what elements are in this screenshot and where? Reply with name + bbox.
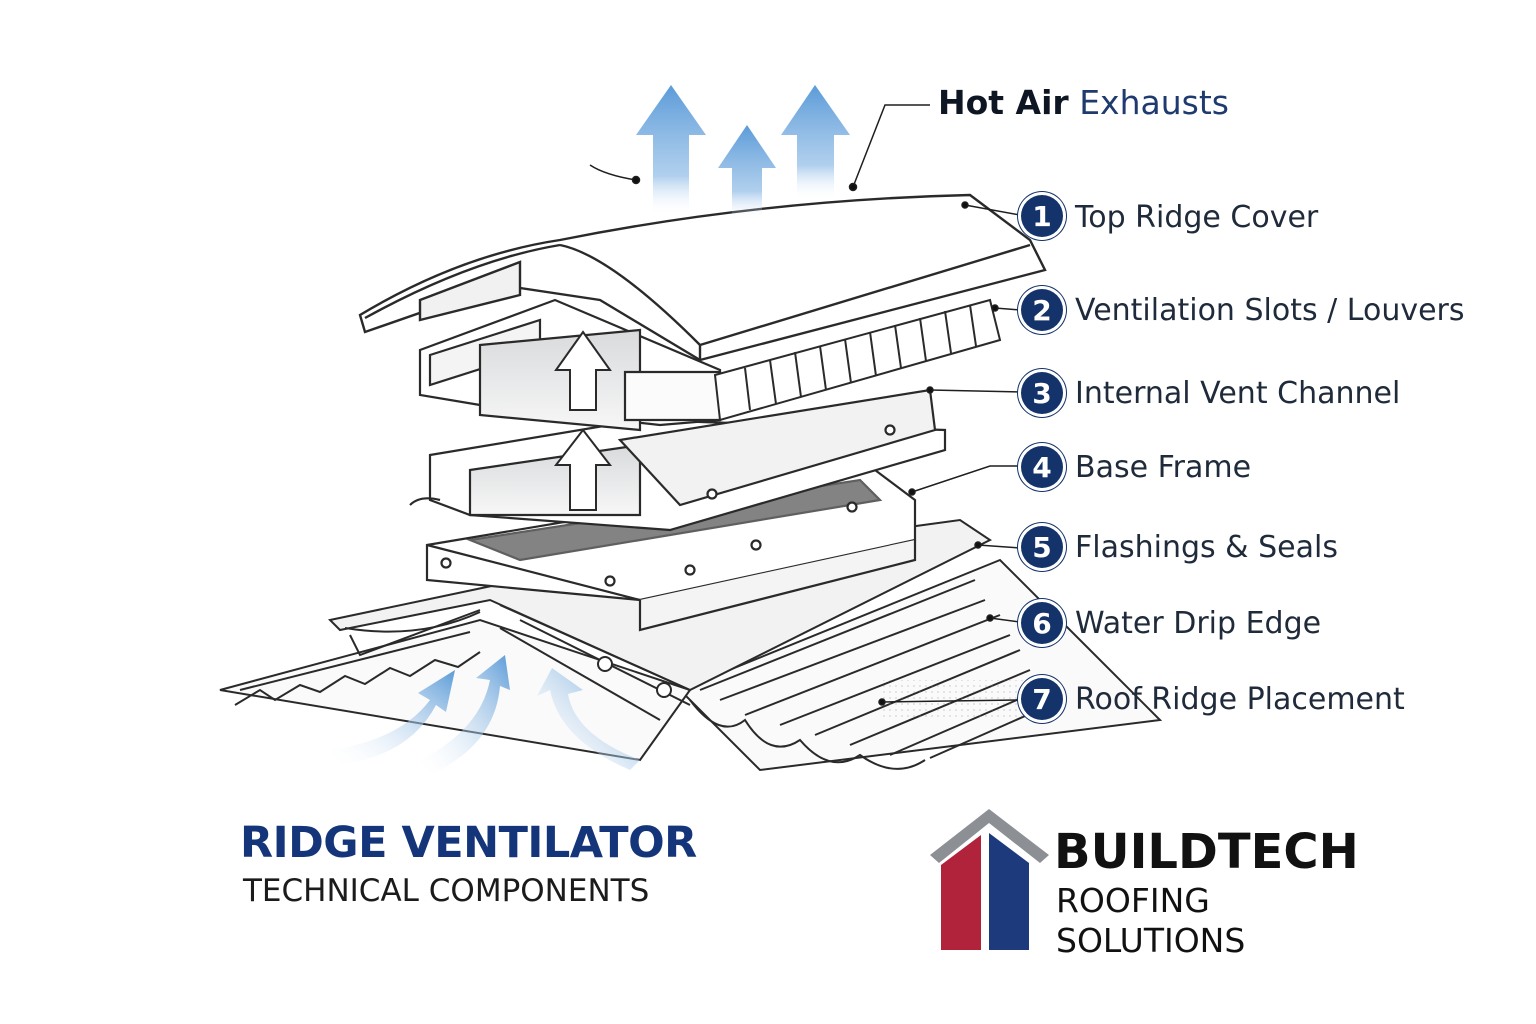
- hot-air-strong: Hot Air: [938, 83, 1069, 122]
- numbered-badge-icon: 3: [1021, 372, 1063, 414]
- diagram-subtitle: TECHNICAL COMPONENTS: [243, 873, 650, 909]
- brand-tagline-1: ROOFING: [1056, 881, 1210, 920]
- airflow-arrow-icon: [420, 655, 510, 775]
- inner-airflow-arrows: [553, 330, 613, 511]
- callout-label: Flashings & Seals: [1075, 530, 1338, 565]
- callout-label: Ventilation Slots / Louvers: [1075, 293, 1465, 328]
- callout-label: Water Drip Edge: [1075, 606, 1322, 641]
- airflow-arrow-icon: [781, 85, 850, 200]
- callout-label: Roof Ridge Placement: [1075, 682, 1405, 717]
- numbered-badge-icon: 4: [1021, 446, 1063, 488]
- airflow-arrow-icon: [636, 85, 706, 215]
- callout-label: Base Frame: [1075, 450, 1252, 485]
- brand-tagline-2: SOLUTIONS: [1056, 921, 1246, 960]
- ventilation-louvers: [713, 298, 1002, 422]
- numbered-badge-icon: 6: [1021, 602, 1063, 644]
- diagram-title: RIDGE VENTILATOR: [240, 818, 697, 868]
- callout-label: Internal Vent Channel: [1075, 376, 1401, 411]
- top-ridge-cover: [358, 193, 1047, 362]
- internal-vent-channel: [409, 388, 947, 532]
- intake-arrows: [330, 655, 640, 775]
- exhaust-arrows: [636, 85, 850, 220]
- leader-lines: [589, 104, 1021, 706]
- airflow-arrow-icon: [718, 125, 776, 220]
- hot-air-label: Hot Air Exhausts: [938, 86, 1229, 119]
- callout-label: Top Ridge Cover: [1075, 200, 1319, 235]
- numbered-badge-icon: 2: [1021, 289, 1063, 331]
- airflow-arrow-icon: [330, 670, 455, 765]
- airflow-arrow-icon: [537, 668, 640, 770]
- numbered-badge-icon: 1: [1021, 195, 1063, 237]
- numbered-badge-icon: 7: [1021, 678, 1063, 720]
- numbered-badge-icon: 5: [1021, 526, 1063, 568]
- house-logo-icon: [930, 809, 1049, 950]
- hot-air-light: Exhausts: [1079, 83, 1229, 122]
- brand-name: BUILDTECH: [1054, 824, 1359, 880]
